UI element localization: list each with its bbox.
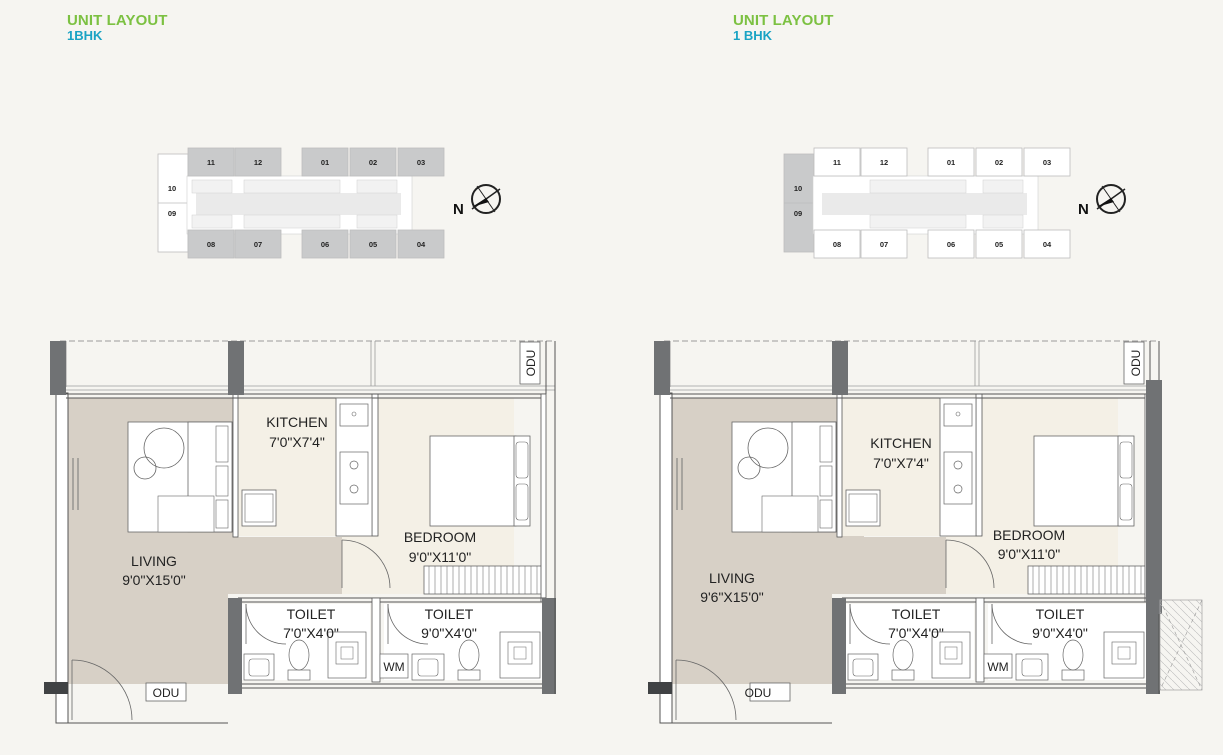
- key-plan-right: 11 12 01 02 03 08 07 06 05 04 10 09: [783, 147, 1071, 259]
- key-plan-unit: [301, 147, 349, 177]
- unit-number: 01: [947, 158, 955, 167]
- unit-number: 12: [254, 158, 262, 167]
- toilet-size: 9'0"X4'0": [421, 625, 477, 641]
- kitchen-size: 7'0"X7'4": [873, 455, 929, 471]
- toilet-label: TOILET: [425, 606, 474, 622]
- north-label: N: [453, 201, 464, 218]
- key-plan-unit: [860, 147, 908, 177]
- key-plan-unit: [1023, 229, 1071, 259]
- key-plan-unit: [234, 229, 282, 259]
- bedroom-size: 9'0"X11'0": [998, 546, 1061, 562]
- unit-number: 07: [254, 240, 262, 249]
- bedroom-label: BEDROOM: [993, 527, 1065, 543]
- unit-number: 08: [833, 240, 841, 249]
- room-labels-left: KITCHEN 7'0"X7'4" BEDROOM 9'0"X11'0" LIV…: [122, 350, 538, 700]
- north-compass-icon: [1096, 184, 1126, 214]
- key-plan-unit: [349, 147, 397, 177]
- key-plan-unit: [301, 229, 349, 259]
- living-size: 9'6"X15'0": [700, 589, 764, 605]
- wm-label: WM: [383, 660, 404, 674]
- unit-number: 11: [207, 158, 215, 167]
- unit-number: 03: [1043, 158, 1051, 167]
- toilet-size: 7'0"X4'0": [283, 625, 339, 641]
- toilet-size: 9'0"X4'0": [1032, 625, 1088, 641]
- key-plan-unit: [397, 147, 445, 177]
- key-plan-unit: [975, 147, 1023, 177]
- key-plan-unit: [860, 229, 908, 259]
- key-plan-unit: [187, 229, 235, 259]
- living-label: LIVING: [131, 553, 177, 569]
- key-plan-unit: [397, 229, 445, 259]
- layout-subtitle: 1BHK: [67, 28, 103, 44]
- unit-number: 06: [947, 240, 955, 249]
- living-size: 9'0"X15'0": [122, 572, 186, 588]
- key-plan-unit: [927, 229, 975, 259]
- key-plan-left: 11 12 01 02 03 08 07 06 05 04 10 09: [157, 147, 445, 259]
- key-plan-unit: [975, 229, 1023, 259]
- layout-header-left: UNIT LAYOUT 1BHK: [67, 12, 168, 44]
- unit-number: 05: [995, 240, 1003, 249]
- unit-number: 06: [321, 240, 329, 249]
- wm-label: WM: [987, 660, 1008, 674]
- key-plan-unit: [927, 147, 975, 177]
- unit-number: 11: [833, 158, 841, 167]
- key-plan-unit: [813, 229, 861, 259]
- north-compass-icon: [471, 184, 501, 214]
- unit-number: 09: [794, 209, 802, 218]
- unit-number: 04: [1043, 240, 1052, 249]
- layout-title: UNIT LAYOUT: [67, 12, 168, 29]
- odu-label: ODU: [745, 686, 772, 700]
- toilet-size: 7'0"X4'0": [888, 625, 944, 641]
- toilet-label: TOILET: [892, 606, 941, 622]
- unit-number: 12: [880, 158, 888, 167]
- layout-header-right: UNIT LAYOUT 1 BHK: [733, 12, 834, 44]
- toilet-label: TOILET: [287, 606, 336, 622]
- north-label: N: [1078, 201, 1089, 218]
- unit-number: 01: [321, 158, 329, 167]
- unit-number: 02: [369, 158, 377, 167]
- key-plan-unit: [1023, 147, 1071, 177]
- key-plan-unit: [813, 147, 861, 177]
- unit-number: 10: [168, 184, 176, 193]
- kitchen-label: KITCHEN: [266, 414, 327, 430]
- kitchen-label: KITCHEN: [870, 435, 931, 451]
- odu-label: ODU: [1129, 350, 1143, 377]
- toilet-label: TOILET: [1036, 606, 1085, 622]
- unit-number: 05: [369, 240, 377, 249]
- layout-subtitle: 1 BHK: [733, 28, 773, 44]
- bedroom-label: BEDROOM: [404, 529, 476, 545]
- unit-number: 10: [794, 184, 802, 193]
- unit-number: 07: [880, 240, 888, 249]
- unit-number: 02: [995, 158, 1003, 167]
- unit-number: 03: [417, 158, 425, 167]
- layout-title: UNIT LAYOUT: [733, 12, 834, 29]
- kitchen-size: 7'0"X7'4": [269, 434, 325, 450]
- floor-plan-right: [647, 340, 1203, 724]
- odu-label: ODU: [153, 686, 180, 700]
- floor-plan-left: [43, 340, 557, 724]
- key-plan-unit: [187, 147, 235, 177]
- unit-number: 04: [417, 240, 426, 249]
- key-plan-unit: [234, 147, 282, 177]
- bedroom-size: 9'0"X11'0": [409, 549, 472, 565]
- living-label: LIVING: [709, 570, 755, 586]
- unit-number: 08: [207, 240, 215, 249]
- unit-number: 09: [168, 209, 176, 218]
- room-labels-right: KITCHEN 7'0"X7'4" BEDROOM 9'0"X11'0" LIV…: [700, 350, 1143, 700]
- odu-label: ODU: [524, 350, 538, 377]
- key-plan-unit: [349, 229, 397, 259]
